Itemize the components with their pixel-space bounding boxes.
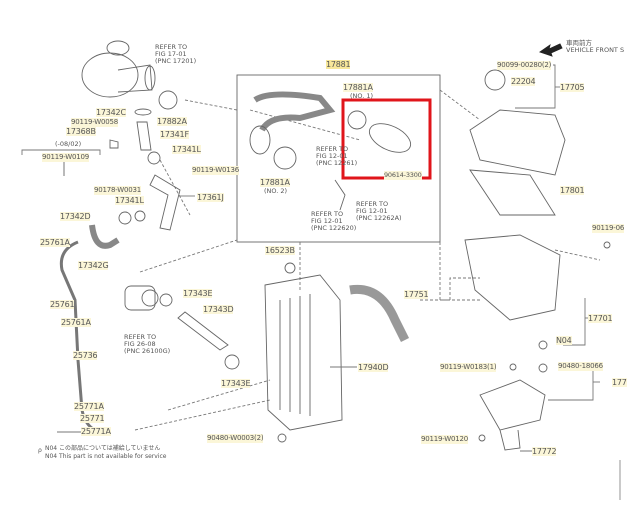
part-label-90119-w0136[interactable]: 90119-W0136: [192, 166, 240, 175]
ref-line: (PNC 26100G): [124, 347, 171, 355]
ref-line: FIG 12-01: [356, 207, 388, 215]
ref-line: FIG 26-08: [124, 340, 156, 348]
part-label-17342d[interactable]: 17342D: [60, 212, 91, 221]
part-label-17343e[interactable]: 17343E: [221, 379, 251, 388]
group-box-17881: [236, 74, 441, 243]
part-label-90119-w0058[interactable]: 90119-W0058: [71, 118, 119, 127]
note-en: N04 This part is not available for servi…: [45, 453, 167, 460]
ref-line: (PNC 17201): [155, 57, 197, 65]
ref-line: REFER TO: [316, 145, 349, 153]
part-label-17705[interactable]: 17705: [560, 83, 585, 92]
part-label-22204[interactable]: 22204: [511, 77, 536, 86]
part-label-16523b[interactable]: 16523B: [265, 246, 295, 255]
turbocharger-drawing: [81, 40, 178, 110]
part-label-90480-w0003[interactable]: 90480-W0003(2): [207, 434, 264, 443]
air-duct-17881-drawing: [249, 91, 412, 211]
part-label-177[interactable]: 177: [612, 378, 627, 387]
part-label-90480-18066[interactable]: 90480-18066: [558, 362, 603, 371]
part-label-17882a[interactable]: 17882A: [157, 117, 187, 126]
part-label-25771a[interactable]: 25771A: [81, 427, 111, 436]
part-label-17341l[interactable]: 17341L: [115, 196, 144, 205]
dashed-leaders: [134, 89, 601, 431]
part-label-17801[interactable]: 17801: [560, 186, 585, 195]
part-label-17343e[interactable]: 17343E: [183, 289, 213, 298]
notes: N04 この部品については補給していません N04 This part is n…: [45, 445, 166, 461]
throttle-body-drawing: [124, 285, 240, 370]
ref-line: REFER TO: [155, 43, 188, 51]
part-label-90119-06[interactable]: 90119-06: [592, 224, 625, 233]
part-label-90614[interactable]: 90614-3300: [384, 171, 422, 180]
ref-line: (PNC 12262A): [356, 214, 402, 222]
ref-line: FIG 12-01: [311, 217, 343, 225]
ref-line: FIG 17-01: [155, 50, 187, 58]
part-label-17772[interactable]: 17772: [532, 447, 557, 456]
part-label-17342g[interactable]: 17342G: [78, 261, 109, 270]
part-label-90119-w0183[interactable]: 90119-W0183(1): [440, 363, 497, 372]
vehicle-front-jp: 車両前方: [566, 39, 592, 47]
part-label-17940d[interactable]: 17940D: [358, 363, 389, 372]
ref-line: FIG 12-01: [316, 152, 348, 160]
part-label-17881[interactable]: 17881: [326, 60, 351, 69]
part-label-17361j[interactable]: 17361J: [197, 193, 224, 202]
vehicle-front-label: 車両前方 VEHICLE FRONT S: [566, 40, 624, 54]
part-label-17368b[interactable]: 17368B: [66, 127, 96, 136]
part-label-25771a[interactable]: 25771A: [74, 402, 104, 411]
ref-line: REFER TO: [356, 200, 389, 208]
leader-lines: [21, 64, 600, 452]
air-cleaner-drawing: [464, 69, 566, 321]
ref-line: (PNC 122620): [311, 224, 357, 232]
bracket-note: (-08/02): [55, 140, 82, 148]
part-label-25761a[interactable]: 25761A: [61, 318, 91, 327]
part-label-17341l[interactable]: 17341L: [172, 145, 201, 154]
intercooler-drawing: [264, 262, 343, 443]
ref-line: REFER TO: [124, 333, 157, 341]
part-note-no2: (NO. 2): [264, 187, 288, 195]
vehicle-front-en: VEHICLE FRONT S: [566, 46, 625, 54]
part-label-17881a-no1[interactable]: 17881A: [343, 83, 373, 92]
part-label-17342c[interactable]: 17342C: [96, 108, 126, 117]
ref-line: (PNC 12261): [316, 159, 358, 167]
ref-line: REFER TO: [311, 210, 344, 218]
part-label-90099-00280[interactable]: 90099-00280(2): [497, 61, 552, 70]
part-label-17701[interactable]: 17701: [588, 314, 613, 323]
part-label-25771[interactable]: 25771: [80, 414, 105, 423]
part-label-90119-w0109[interactable]: 90119-W0109: [42, 153, 90, 162]
part-label-25736[interactable]: 25736: [73, 351, 98, 360]
part-label-17343d[interactable]: 17343D: [203, 305, 234, 314]
part-label-17341f[interactable]: 17341F: [160, 130, 189, 139]
part-note-no1: (NO. 1): [350, 92, 374, 100]
part-label-17881a-no2[interactable]: 17881A: [260, 178, 290, 187]
bracket-drawing: [478, 241, 611, 451]
part-label-n04[interactable]: N04: [556, 336, 572, 345]
svg-text:ρ: ρ: [38, 447, 42, 454]
vehicle-front-arrow-icon: [539, 43, 563, 57]
part-label-90178-w0031[interactable]: 90178-W0031: [94, 186, 142, 195]
duct-17751-drawing: [349, 284, 410, 343]
part-label-17751[interactable]: 17751: [404, 290, 429, 299]
part-label-25761a[interactable]: 25761A: [40, 238, 70, 247]
part-label-90119-w0120[interactable]: 90119-W0120: [421, 435, 469, 444]
part-label-25761[interactable]: 25761: [50, 300, 75, 309]
intake-hoses-left: [59, 108, 181, 432]
note-jp: N04 この部品については補給していません: [45, 445, 161, 452]
